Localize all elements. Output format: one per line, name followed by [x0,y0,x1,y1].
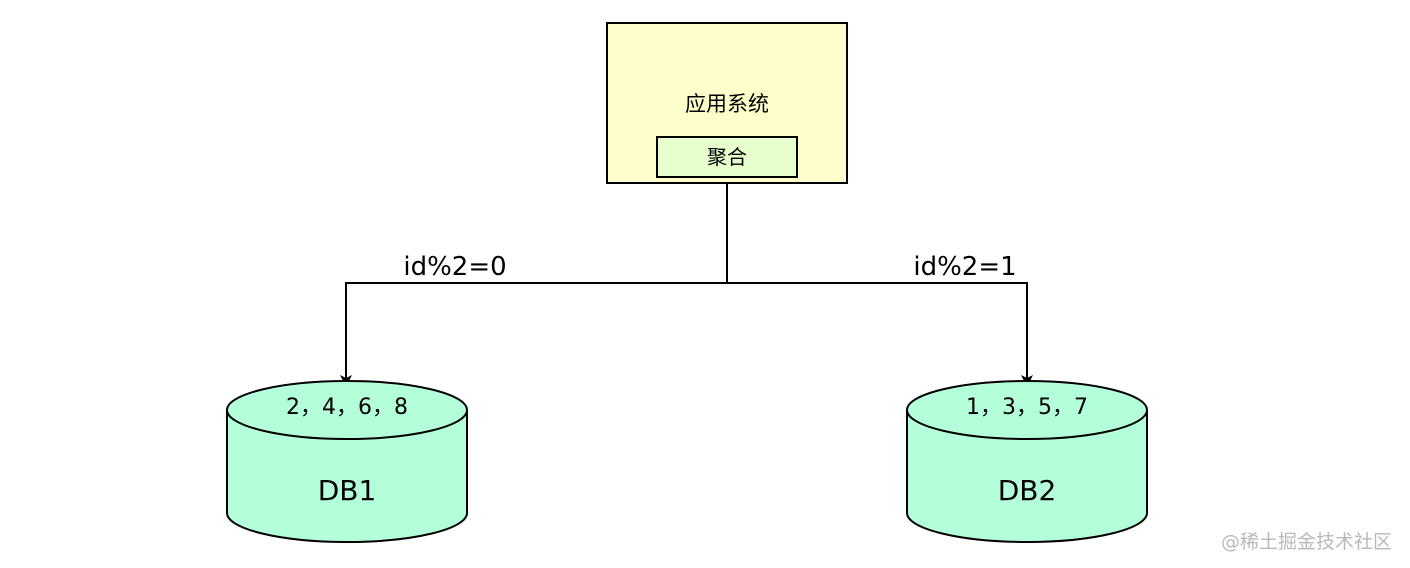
aggregate-box [656,136,798,178]
route-label-even: id%2=0 [403,252,506,282]
db2-name: DB2 [998,474,1057,507]
db1-name: DB1 [318,474,377,507]
db1-ids: 2，4，6，8 [286,395,408,420]
db2-top [906,380,1148,440]
db2-cylinder: 1，3，5，7 DB2 [906,380,1148,543]
db1-body [226,410,468,543]
aggregate-label: 聚合 [707,145,747,169]
db1-cylinder: 2，4，6，8 DB1 [226,380,468,543]
watermark-text: @稀土掘金技术社区 [1220,531,1392,553]
app-system-title: 应用系统 [685,92,769,116]
db1-top [226,380,468,440]
db2-body [906,410,1148,543]
route-label-odd: id%2=1 [913,252,1016,282]
db2-ids: 1，3，5，7 [966,395,1088,420]
